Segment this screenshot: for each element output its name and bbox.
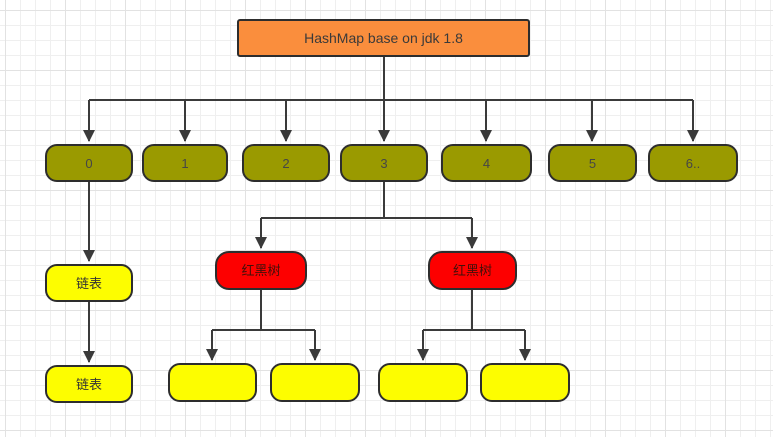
linked-list-node-1[interactable]: 链表 xyxy=(45,264,133,302)
leaf-node-3[interactable] xyxy=(378,363,468,402)
bucket-node-1[interactable]: 1 xyxy=(142,144,228,182)
red-black-tree-node-1[interactable]: 红黑树 xyxy=(215,251,307,290)
bucket-node-6[interactable]: 6.. xyxy=(648,144,738,182)
edge-tree1-to-leaves xyxy=(206,290,321,361)
bucket-node-5[interactable]: 5 xyxy=(548,144,637,182)
edge-bucket3-to-trees xyxy=(255,182,478,249)
bucket-node-2[interactable]: 2 xyxy=(242,144,330,182)
red-black-tree-node-2[interactable]: 红黑树 xyxy=(428,251,517,290)
leaf-node-2[interactable] xyxy=(270,363,360,402)
title-node[interactable]: HashMap base on jdk 1.8 xyxy=(237,19,530,57)
bucket-node-0[interactable]: 0 xyxy=(45,144,133,182)
linked-list-node-2[interactable]: 链表 xyxy=(45,365,133,403)
bucket-node-4[interactable]: 4 xyxy=(441,144,532,182)
leaf-node-4[interactable] xyxy=(480,363,570,402)
bucket-node-3[interactable]: 3 xyxy=(340,144,428,182)
leaf-node-1[interactable] xyxy=(168,363,257,402)
edge-title-to-bucket-bus xyxy=(83,57,699,142)
edge-tree2-to-leaves xyxy=(417,290,531,361)
